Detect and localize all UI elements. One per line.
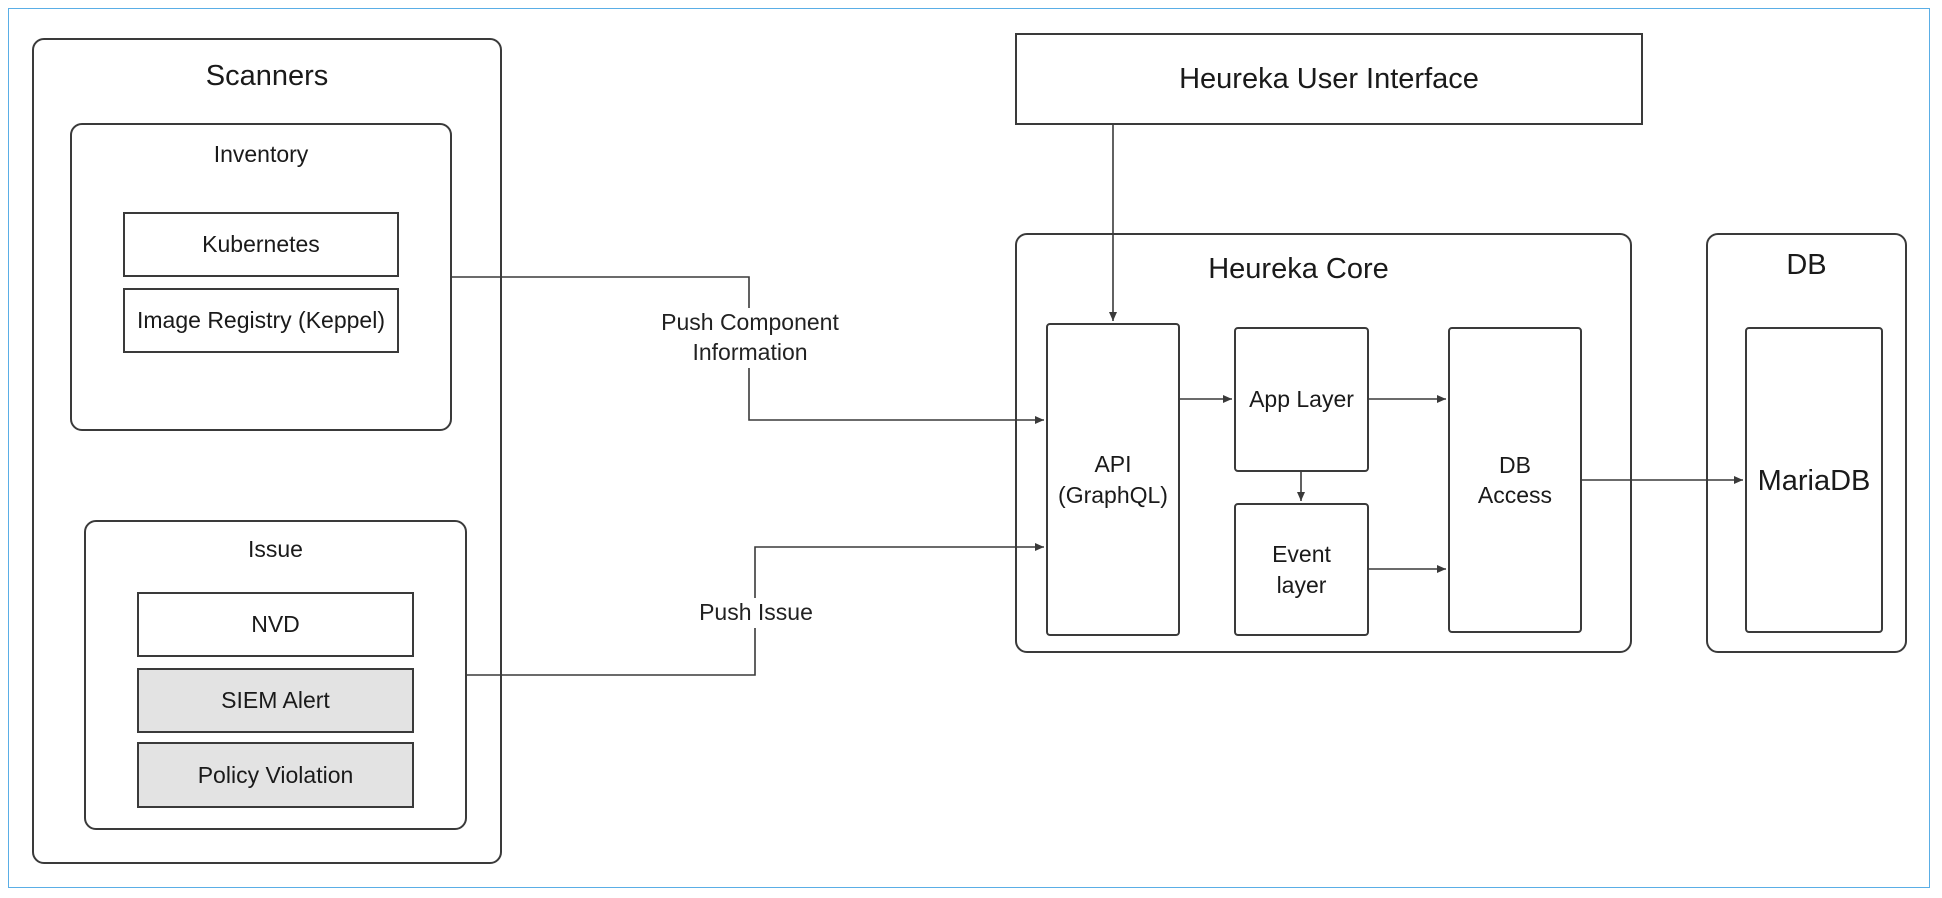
policy-violation-node: Policy Violation <box>137 742 414 808</box>
app-layer-node: App Layer <box>1234 327 1369 472</box>
layer-label: layer <box>1276 571 1327 598</box>
db-access-line2: Access <box>1477 482 1553 508</box>
image-registry-node: Image Registry (Keppel) <box>123 288 399 353</box>
siem-alert-node: SIEM Alert <box>137 668 414 733</box>
api-graphql-node: API (GraphQL) <box>1046 323 1180 636</box>
db-access-node: DB Access <box>1448 327 1582 633</box>
event-layer-node: Event layer <box>1234 503 1369 636</box>
heureka-ui-node: Heureka User Interface <box>1015 33 1643 125</box>
diagram-frame <box>8 8 1930 888</box>
kubernetes-node: Kubernetes <box>123 212 399 277</box>
nvd-node: NVD <box>137 592 414 657</box>
push-component-label: Push Component Information <box>640 308 860 368</box>
heureka-core-title: Heureka Core <box>1208 253 1389 285</box>
event-label: Event <box>1272 541 1331 568</box>
inventory-group: Inventory <box>70 123 452 431</box>
db-title: DB <box>1786 249 1827 281</box>
mariadb-node: MariaDB <box>1745 327 1883 633</box>
scanners-title: Scanners <box>205 60 329 92</box>
db-access-line1: DB <box>1499 451 1531 478</box>
api-label: API <box>1094 451 1132 478</box>
api-graphql-label: (GraphQL) <box>1058 481 1168 508</box>
inventory-title: Inventory <box>213 141 309 167</box>
push-issue-label: Push Issue <box>684 598 828 628</box>
issue-title: Issue <box>248 536 303 562</box>
